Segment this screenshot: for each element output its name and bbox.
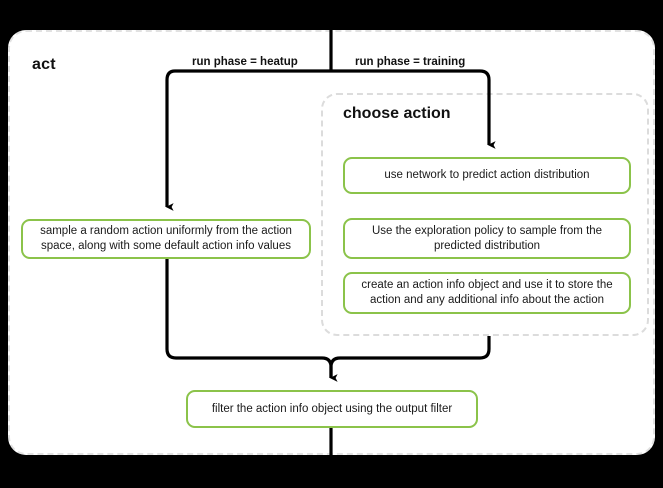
node-use-network-predict[interactable]: use network to predict action distributi… [343, 157, 631, 194]
node-sample-random-action[interactable]: sample a random action uniformly from th… [21, 219, 311, 259]
node-exploration-policy-sample[interactable]: Use the exploration policy to sample fro… [343, 218, 631, 259]
edge-label-training: run phase = training [355, 56, 466, 68]
node-filter-action-info[interactable]: filter the action info object using the … [186, 390, 478, 428]
act-group-title: act [32, 56, 56, 73]
choose-action-group-title: choose action [343, 105, 451, 122]
node-create-action-info-object[interactable]: create an action info object and use it … [343, 272, 631, 314]
edge-label-heatup: run phase = heatup [192, 56, 298, 68]
